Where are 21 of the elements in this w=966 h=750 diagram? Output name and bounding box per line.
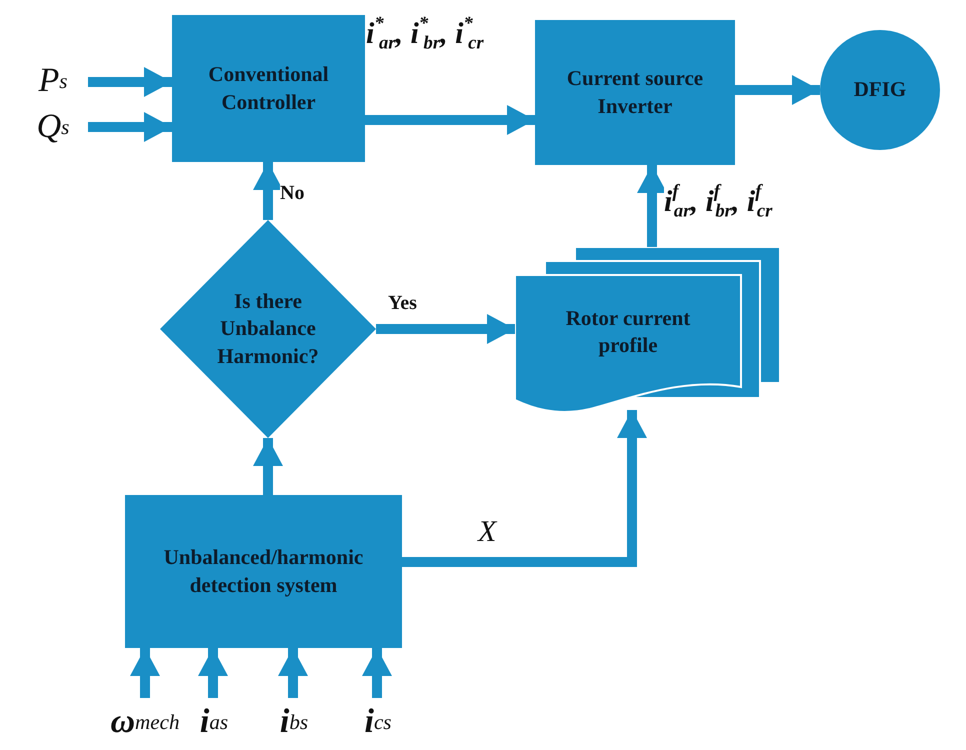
node-text: Rotor current profile bbox=[564, 304, 692, 359]
arrow bbox=[253, 438, 283, 495]
process-box bbox=[125, 495, 402, 648]
process-box bbox=[535, 20, 735, 165]
node-text: Current source Inverter bbox=[566, 65, 704, 120]
process-box bbox=[172, 15, 365, 162]
arrow bbox=[735, 75, 820, 105]
arrow bbox=[402, 410, 647, 567]
arrow bbox=[88, 67, 172, 97]
node-text: DFIG bbox=[852, 76, 908, 104]
arrow bbox=[130, 648, 160, 698]
node-text: Conventional Controller bbox=[207, 61, 330, 116]
arrow bbox=[376, 314, 515, 344]
arrow bbox=[198, 648, 228, 698]
node-text: Unbalanced/harmonic detection system bbox=[162, 544, 364, 598]
arrow bbox=[362, 648, 392, 698]
arrow bbox=[278, 648, 308, 698]
decision-diamond bbox=[160, 220, 376, 438]
arrow bbox=[88, 112, 172, 142]
node-text: Is there Unbalance Harmonic? bbox=[216, 288, 320, 370]
arrow bbox=[365, 105, 535, 135]
